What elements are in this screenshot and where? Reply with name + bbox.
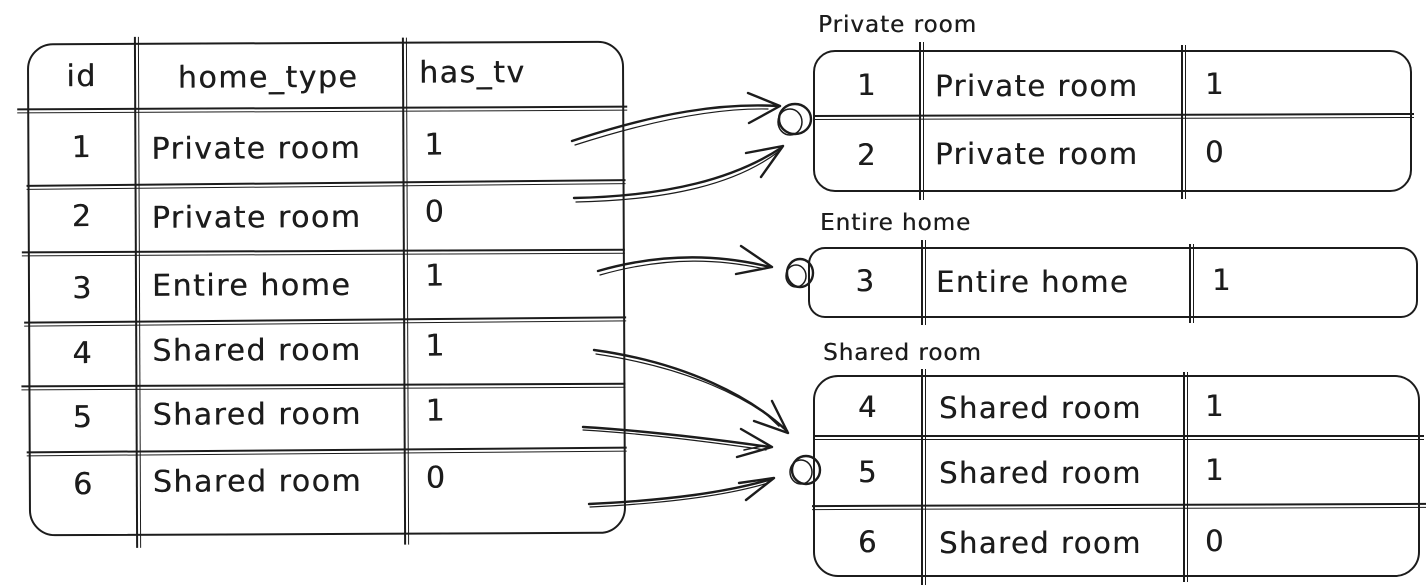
cell-home-type: Shared room — [939, 456, 1142, 490]
group-label-private-room: Private room — [818, 12, 977, 38]
cell-id: 5 — [72, 400, 94, 436]
header-cell-id: id — [66, 59, 97, 95]
row-separator — [811, 502, 1426, 511]
cell-has-tv: 0 — [425, 460, 447, 496]
connector-dot-private-room — [777, 102, 813, 136]
cell-home-type: Shared room — [152, 332, 362, 369]
row-separator — [21, 382, 626, 391]
cell-has-tv: 1 — [425, 328, 446, 364]
cell-id: 4 — [72, 336, 94, 372]
group-label-shared-room: Shared room — [823, 340, 982, 366]
cell-id: 6 — [72, 467, 94, 503]
cell-home-type: Shared room — [152, 463, 363, 500]
cell-id: 6 — [858, 525, 878, 559]
group-table-private-room: 1 Private room 1 2 Private room 0 — [812, 42, 1415, 200]
group-table-entire-home: 3 Entire home 1 — [808, 240, 1418, 325]
cell-home-type: Entire home — [151, 267, 352, 304]
cell-has-tv: 0 — [424, 194, 446, 230]
cell-id: 5 — [858, 455, 878, 489]
header-cell-has-tv: has_tv — [418, 55, 526, 91]
cell-home-type: Private room — [151, 130, 362, 167]
cell-has-tv: 1 — [1212, 263, 1232, 297]
cell-home-type: Shared room — [939, 391, 1142, 425]
cell-home-type: Entire home — [936, 265, 1130, 299]
cell-id: 1 — [71, 130, 93, 166]
column-separator — [919, 42, 924, 200]
cell-id: 4 — [858, 390, 878, 424]
column-separator — [921, 240, 926, 325]
cell-has-tv: 1 — [424, 127, 446, 163]
cell-has-tv: 1 — [1205, 389, 1225, 423]
group-table-shared-room: 4 Shared room 1 5 Shared room 1 6 Shared… — [811, 369, 1426, 585]
column-separator — [1181, 45, 1186, 199]
row-separator — [24, 316, 627, 327]
cell-has-tv: 1 — [1205, 453, 1225, 487]
cell-has-tv: 1 — [1205, 67, 1225, 101]
cell-home-type: Shared room — [152, 396, 362, 433]
column-separator — [1189, 244, 1194, 323]
column-separator — [1183, 372, 1188, 582]
column-separator — [401, 37, 410, 545]
cell-id: 1 — [857, 68, 877, 102]
row-separator — [26, 179, 626, 190]
cell-id: 2 — [71, 199, 93, 235]
row-separator — [813, 435, 1424, 440]
cell-home-type: Private room — [935, 137, 1139, 171]
cell-id: 3 — [855, 264, 876, 298]
cell-id: 3 — [72, 271, 93, 307]
cell-id: 2 — [857, 138, 877, 172]
source-table: id home_type has_tv 1 Private room 1 2 P… — [17, 36, 628, 548]
cell-has-tv: 1 — [425, 393, 447, 429]
cell-home-type: Private room — [151, 199, 362, 236]
header-separator — [17, 105, 628, 114]
row-separator — [26, 446, 627, 457]
cell-has-tv: 0 — [1205, 524, 1225, 558]
cell-has-tv: 0 — [1205, 135, 1225, 169]
row-separator — [21, 248, 625, 257]
cell-has-tv: 1 — [424, 258, 446, 294]
column-separator — [921, 369, 926, 585]
cell-home-type: Shared room — [939, 526, 1142, 560]
group-label-entire-home: Entire home — [820, 210, 972, 236]
cell-home-type: Private room — [935, 69, 1139, 103]
row-separator — [812, 112, 1415, 121]
header-cell-home-type: home_type — [177, 59, 359, 96]
